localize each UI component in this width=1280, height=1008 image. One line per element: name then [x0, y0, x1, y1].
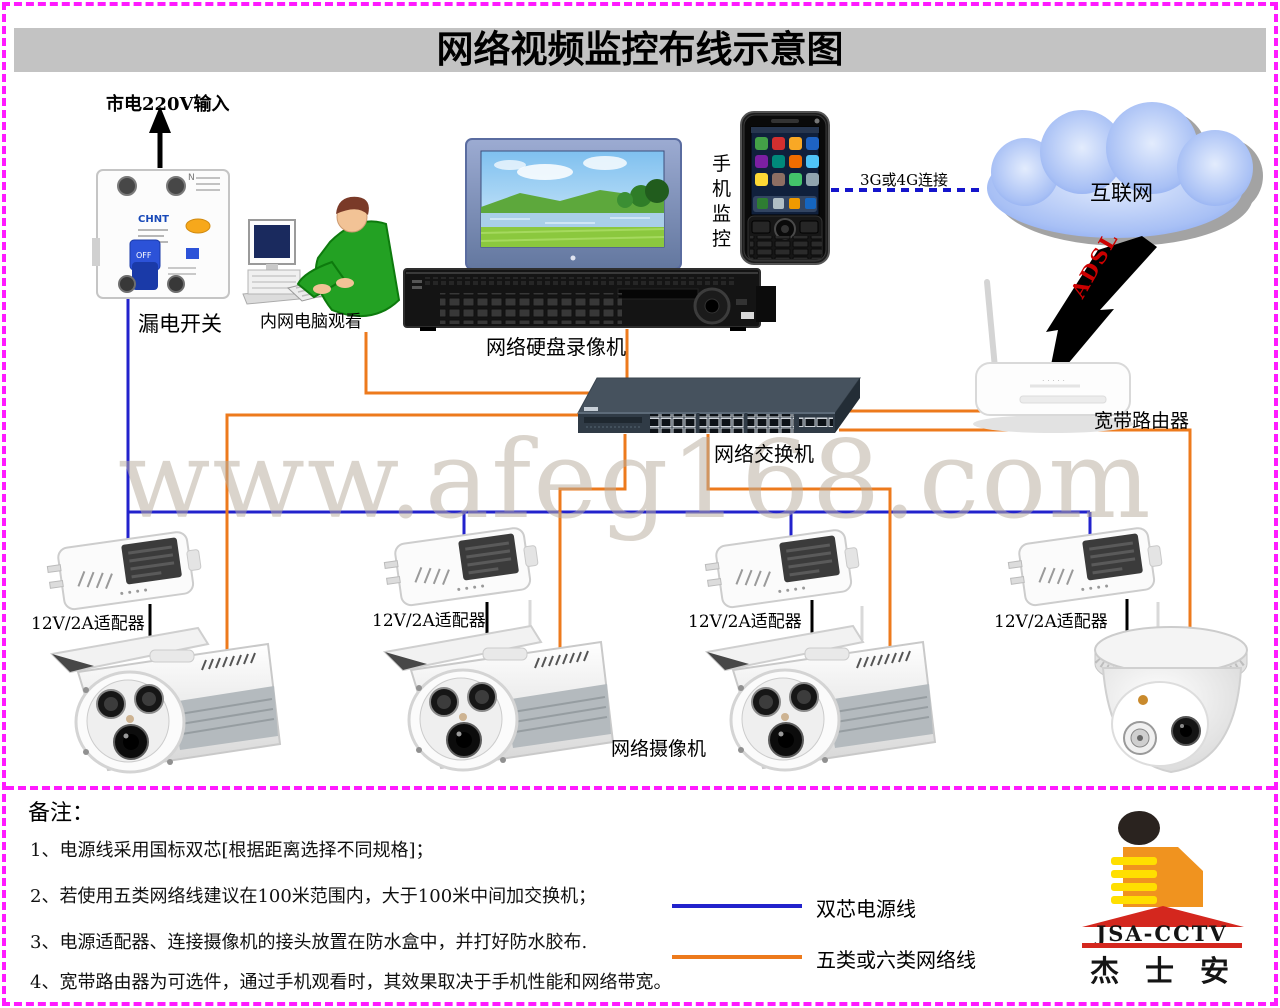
- pc-label: 内网电脑观看: [260, 312, 362, 332]
- cloud-label: 互联网: [1090, 181, 1153, 205]
- dome-camera: [1094, 626, 1248, 774]
- bullet-camera-3: [705, 624, 937, 772]
- camera-label: 网络摄像机: [611, 738, 707, 760]
- broadband-router: . . . . .: [973, 279, 1133, 433]
- legend-power-line: [672, 904, 802, 908]
- logo-text-jsa-cctv: JSA-CCTV: [1096, 921, 1228, 946]
- internet-cloud: [987, 102, 1263, 246]
- note-item-1: 1、电源线采用国标双芯[根据距离选择不同规格]；: [30, 840, 434, 861]
- nvr-label: 网络硬盘录像机: [486, 335, 626, 359]
- legend-network-line: [672, 955, 802, 959]
- mains-arrow: [149, 106, 171, 168]
- page-title: 网络视频监控布线示意图: [14, 28, 1266, 72]
- note-item-4: 4、宽带路由器为可选件，通过手机观看时，其效果取决于手机性能和网络带宽。: [30, 972, 672, 993]
- logo-text-chinese: 杰士安: [1090, 954, 1256, 988]
- legend-network-label: 五类或六类网络线: [816, 948, 976, 972]
- router-label: 宽带路由器: [1094, 410, 1190, 432]
- adapter-label-2: 12V/2A适配器: [372, 611, 486, 631]
- note-item-2: 2、若使用五类网络线建议在100米范围内，大于100米中间加交换机；: [30, 886, 597, 907]
- notes-heading: 备注：: [28, 801, 95, 826]
- bullet-camera-2: [383, 624, 615, 772]
- lightning-bolt: [1046, 236, 1157, 390]
- circuit-breaker: N CHNT OFF: [92, 169, 230, 299]
- breaker-label: 漏电开关: [138, 312, 222, 336]
- watermark: www.afeg168.com: [118, 418, 1153, 543]
- company-logo-mark: [1082, 811, 1244, 927]
- section-divider: [6, 786, 1274, 790]
- network-switch: [577, 377, 861, 433]
- legend-power-label: 双芯电源线: [816, 897, 916, 921]
- svg-text:. . . . .: . . . . .: [1042, 374, 1065, 383]
- switch-label: 网络交换机: [714, 442, 814, 466]
- logo-red-bar: [1082, 943, 1242, 948]
- power-wires: [126, 299, 1092, 556]
- network-wires: [225, 329, 1192, 650]
- wireless-link-label: 3G或4G连接: [860, 171, 949, 189]
- mains-label: 市电220V输入: [106, 94, 230, 115]
- nvr: [403, 268, 776, 331]
- note-item-3: 3、电源适配器、连接摄像机的接头放置在防水盒中，并打好防水胶布.: [30, 932, 588, 953]
- mobile-phone: [740, 111, 830, 265]
- phone-label: 手机监控: [712, 153, 732, 250]
- person-at-computer: [242, 196, 401, 317]
- adapter-cords: [148, 599, 1129, 650]
- svg-text:OFF: OFF: [136, 251, 152, 260]
- svg-text:N: N: [188, 173, 195, 183]
- breaker-brand: CHNT: [138, 214, 169, 225]
- adapter-label-1: 12V/2A适配器: [31, 614, 145, 634]
- adapter-label-4: 12V/2A适配器: [994, 612, 1108, 632]
- bullet-camera-1: [50, 626, 282, 774]
- adapter-label-3: 12V/2A适配器: [688, 612, 802, 632]
